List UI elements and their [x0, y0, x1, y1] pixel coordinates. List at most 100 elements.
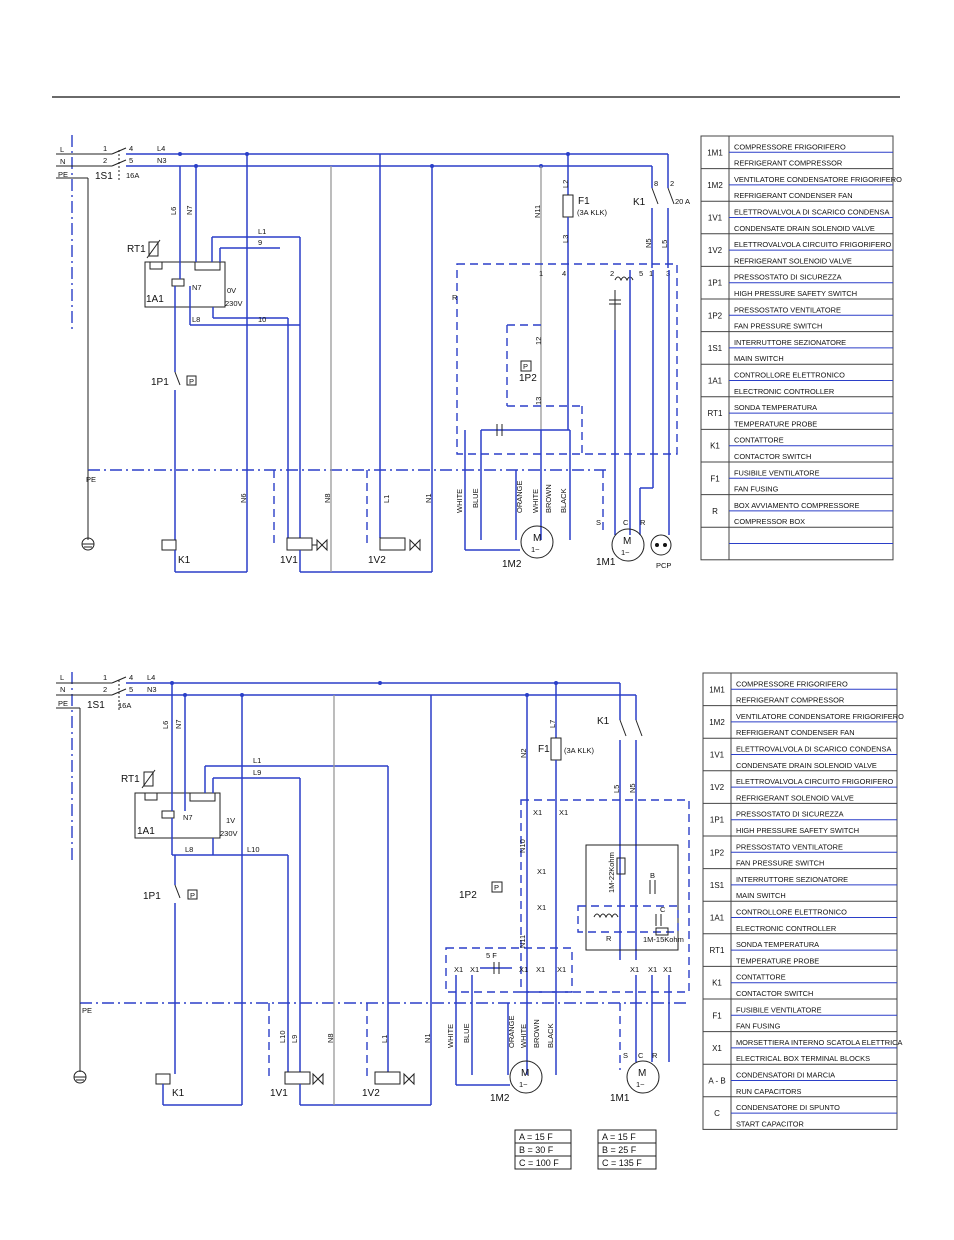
svg-text:L4: L4 [147, 673, 155, 682]
top-contactor-k1: K1 20 A 8 2 N5 L5 [633, 154, 690, 268]
bottom-legend-italian: ELETTROVALVOLA DI SCARICO CONDENSA [736, 745, 891, 754]
svg-text:1M1: 1M1 [610, 1093, 630, 1104]
svg-text:P: P [494, 883, 499, 892]
svg-text:P: P [523, 362, 528, 371]
svg-text:X1: X1 [559, 808, 568, 817]
svg-text:20 A: 20 A [675, 197, 690, 206]
svg-text:1P1: 1P1 [143, 891, 161, 902]
top-diagram: L N PE 1 2 4 5 1S1 16A L4 N3 [56, 135, 902, 573]
svg-text:A = 15 F: A = 15 F [602, 1132, 636, 1142]
svg-text:K1: K1 [172, 1088, 185, 1099]
svg-text:L8: L8 [185, 845, 193, 854]
bottom-legend-italian: SONDA TEMPERATURA [736, 940, 819, 949]
svg-text:X1: X1 [533, 808, 542, 817]
bottom-legend-code: 1M1 [709, 685, 725, 694]
bottom-legend-english: HIGH PRESSURE SAFETY SWITCH [736, 826, 859, 835]
svg-text:L: L [60, 673, 64, 682]
capacitor-table-2: A = 15 F B = 25 F C = 135 F [597, 1129, 657, 1170]
svg-text:M: M [638, 1068, 646, 1079]
svg-text:N2: N2 [519, 748, 528, 758]
top-legend-code: RT1 [708, 409, 724, 418]
svg-text:1P2: 1P2 [519, 373, 537, 384]
svg-text:WHITE: WHITE [531, 489, 540, 513]
top-legend-english: COMPRESSOR BOX [734, 517, 805, 526]
svg-text:N11: N11 [518, 935, 527, 948]
bottom-legend-italian: VENTILATORE CONDENSATORE FRIGORIFERO [736, 712, 904, 721]
bottom-legend-code: RT1 [710, 946, 726, 955]
bottom-compressor-1m1: M 1~ 1M1 S C R [610, 975, 670, 1104]
top-legend-english: MAIN SWITCH [734, 354, 784, 363]
svg-text:1~: 1~ [621, 548, 630, 557]
svg-text:L3: L3 [561, 235, 570, 243]
top-supply-n: N [60, 157, 65, 166]
svg-text:S: S [623, 1051, 628, 1060]
bottom-fan-motor-1m2: M 1~ 1M2 WHITE BLUE ORANGE WHITE BROWN B… [446, 975, 557, 1104]
svg-text:B: B [650, 871, 655, 880]
bottom-1v1-valve: 1V1 L10 L9 [268, 778, 431, 1106]
svg-text:F1: F1 [578, 196, 590, 207]
svg-text:PCP: PCP [656, 561, 671, 570]
top-legend-italian: CONTATTORE [734, 436, 784, 445]
top-legend-english: FAN FUSING [734, 485, 779, 494]
bottom-legend-english: REFRIGERANT COMPRESSOR [736, 696, 844, 705]
svg-text:L6: L6 [161, 721, 170, 729]
svg-text:1: 1 [103, 673, 107, 682]
svg-text:L1: L1 [382, 495, 391, 503]
svg-text:L6: L6 [169, 207, 178, 215]
bottom-ground-symbol [73, 1003, 87, 1084]
top-legend-english: REFRIGERANT SOLENOID VALVE [734, 256, 852, 265]
svg-text:C: C [638, 1051, 644, 1060]
top-1v2-valve: 1V2 L1 N1 [366, 154, 433, 572]
svg-text:1P2: 1P2 [459, 890, 477, 901]
top-legend-italian: CONTROLLORE ELETTRONICO [734, 371, 845, 380]
svg-text:N8: N8 [323, 493, 332, 503]
bottom-legend-code: 1S1 [710, 881, 725, 890]
svg-text:RT1: RT1 [121, 774, 140, 785]
top-legend-italian: INTERRUTTORE SEZIONATORE [734, 338, 846, 347]
svg-text:K1: K1 [597, 716, 610, 727]
svg-text:N1: N1 [423, 1033, 432, 1043]
top-legend-italian: FUSIBILE VENTILATORE [734, 468, 820, 477]
svg-text:12: 12 [534, 337, 543, 345]
top-legend-english: CONTACTOR SWITCH [734, 452, 811, 461]
svg-text:C = 100 F: C = 100 F [519, 1158, 559, 1168]
svg-text:N1: N1 [424, 493, 433, 503]
bottom-legend-english: ELECTRONIC CONTROLLER [736, 924, 836, 933]
top-fan-motor-1m2: M 1~ 1M2 WHITE BLUE ORANGE WHITE BROWN B… [455, 430, 571, 570]
bottom-legend-italian: COMPRESSORE FRIGORIFERO [736, 679, 848, 688]
top-k1-coil: K1 N6 [161, 154, 248, 573]
top-legend-code: 1P1 [708, 279, 723, 288]
svg-text:1A1: 1A1 [137, 826, 155, 837]
svg-text:1M1: 1M1 [596, 557, 616, 568]
bottom-legend-code: 1V1 [710, 751, 725, 760]
svg-text:L8: L8 [192, 315, 200, 324]
svg-text:1~: 1~ [519, 1080, 528, 1089]
svg-text:S: S [596, 518, 601, 527]
svg-text:X1: X1 [537, 867, 546, 876]
svg-text:BLUE: BLUE [471, 488, 480, 508]
top-ground-symbol [81, 470, 95, 551]
svg-text:1M-15Kohm: 1M-15Kohm [643, 935, 684, 944]
top-legend-english: FAN PRESSURE SWITCH [734, 322, 822, 331]
bottom-contactor-k1: K1 L5 N5 [597, 683, 643, 960]
bottom-legend-code: X1 [712, 1044, 722, 1053]
svg-text:R: R [606, 934, 612, 943]
svg-text:N7: N7 [185, 205, 194, 215]
bottom-legend-italian: ELETTROVALVOLA CIRCUITO FRIGORIFERO [736, 777, 894, 786]
top-legend-italian: COMPRESSORE FRIGORIFERO [734, 142, 846, 151]
svg-text:WHITE: WHITE [455, 489, 464, 513]
